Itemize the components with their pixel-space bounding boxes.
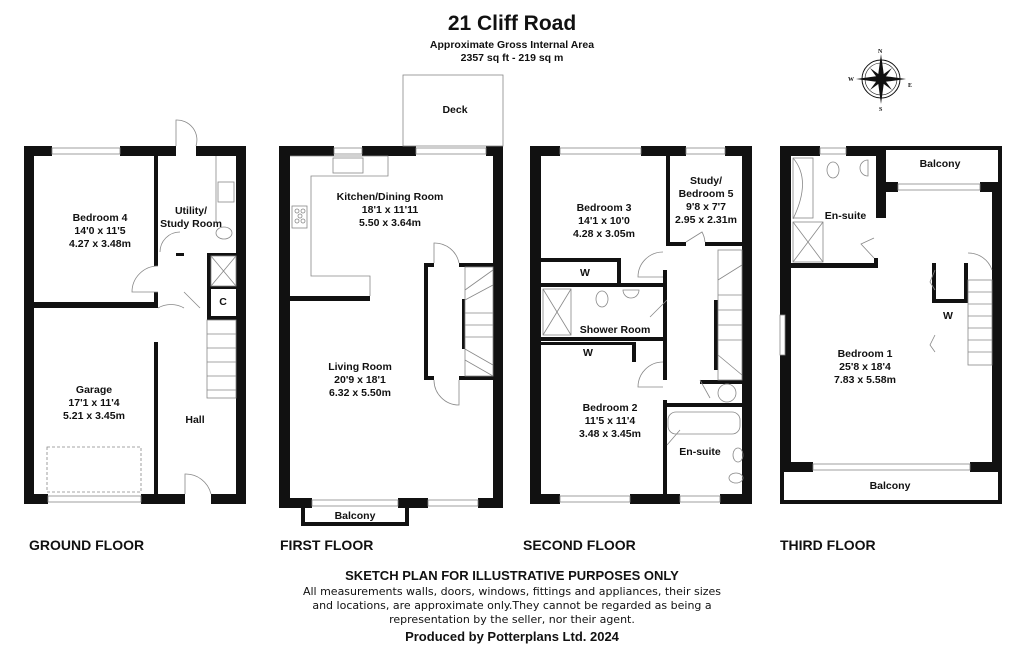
room-bedroom-2: Bedroom 2 11'5 x 11'4 3.48 x 3.45m xyxy=(579,402,641,440)
disclaimer-text: All measurements walls, doors, windows, … xyxy=(302,585,722,626)
compass-rose-icon: N S W E xyxy=(848,49,912,112)
room-third-balcony-bottom: Balcony xyxy=(869,480,911,492)
second-floor-details xyxy=(542,147,744,503)
room-wardrobe-2: W xyxy=(583,347,593,359)
room-bedroom-1: Bedroom 1 25'8 x 18'4 7.83 x 5.58m xyxy=(834,348,896,386)
first-floor-details xyxy=(290,74,504,507)
room-living: Living Room 20'9 x 18'1 6.32 x 5.50m xyxy=(328,361,392,399)
third-floor-plan xyxy=(780,146,1002,504)
first-floor-plan xyxy=(279,146,503,526)
plan-title: 21 Cliff Road xyxy=(447,12,577,35)
second-floor-label: SECOND FLOOR xyxy=(523,537,636,553)
compass-w: W xyxy=(848,77,854,83)
room-kitchen-dining: Kitchen/Dining Room 18'1 x 11'11 5.50 x … xyxy=(336,191,444,229)
room-deck: Deck xyxy=(442,104,468,116)
second-floor-plan xyxy=(530,146,752,504)
disclaimer-heading: SKETCH PLAN FOR ILLUSTRATIVE PURPOSES ON… xyxy=(345,568,679,583)
room-wardrobe-1: W xyxy=(580,267,590,279)
ground-floor-label: GROUND FLOOR xyxy=(29,537,145,553)
room-cupboard: C xyxy=(219,296,227,308)
room-third-wardrobe: W xyxy=(943,310,953,322)
gross-area-value: 2357 sq ft - 219 sq m xyxy=(460,52,564,64)
room-second-ensuite: En-suite xyxy=(679,446,721,458)
room-third-balcony-top: Balcony xyxy=(919,158,961,170)
room-bedroom-3: Bedroom 3 14'1 x 10'0 4.28 x 3.05m xyxy=(573,202,635,240)
first-floor-label: FIRST FLOOR xyxy=(280,537,374,553)
room-garage: Garage 17'1 x 11'4 5.21 x 3.45m xyxy=(63,384,125,422)
compass-n: N xyxy=(878,49,883,55)
third-floor-label: THIRD FLOOR xyxy=(780,537,876,553)
room-third-ensuite: En-suite xyxy=(824,210,867,222)
room-utility-study: Utility/ Study Room xyxy=(160,205,222,230)
room-shower: Shower Room xyxy=(579,324,651,336)
room-study-bedroom-5: Study/ Bedroom 5 9'8 x 7'7 2.95 x 2.31m xyxy=(675,175,737,226)
room-hall: Hall xyxy=(185,414,205,426)
gross-area-label: Approximate Gross Internal Area xyxy=(429,39,595,51)
compass-s: S xyxy=(879,107,883,112)
ground-floor-plan xyxy=(24,146,246,504)
room-first-balcony: Balcony xyxy=(334,510,376,522)
third-floor-details xyxy=(779,147,993,471)
ground-floor-details xyxy=(46,119,237,503)
producer-credit: Produced by Potterplans Ltd. 2024 xyxy=(405,629,619,644)
compass-e: E xyxy=(908,83,912,89)
gross-area: Approximate Gross Internal Area 2357 sq … xyxy=(0,39,1024,65)
room-bedroom-4: Bedroom 4 14'0 x 11'5 4.27 x 3.48m xyxy=(69,212,131,250)
